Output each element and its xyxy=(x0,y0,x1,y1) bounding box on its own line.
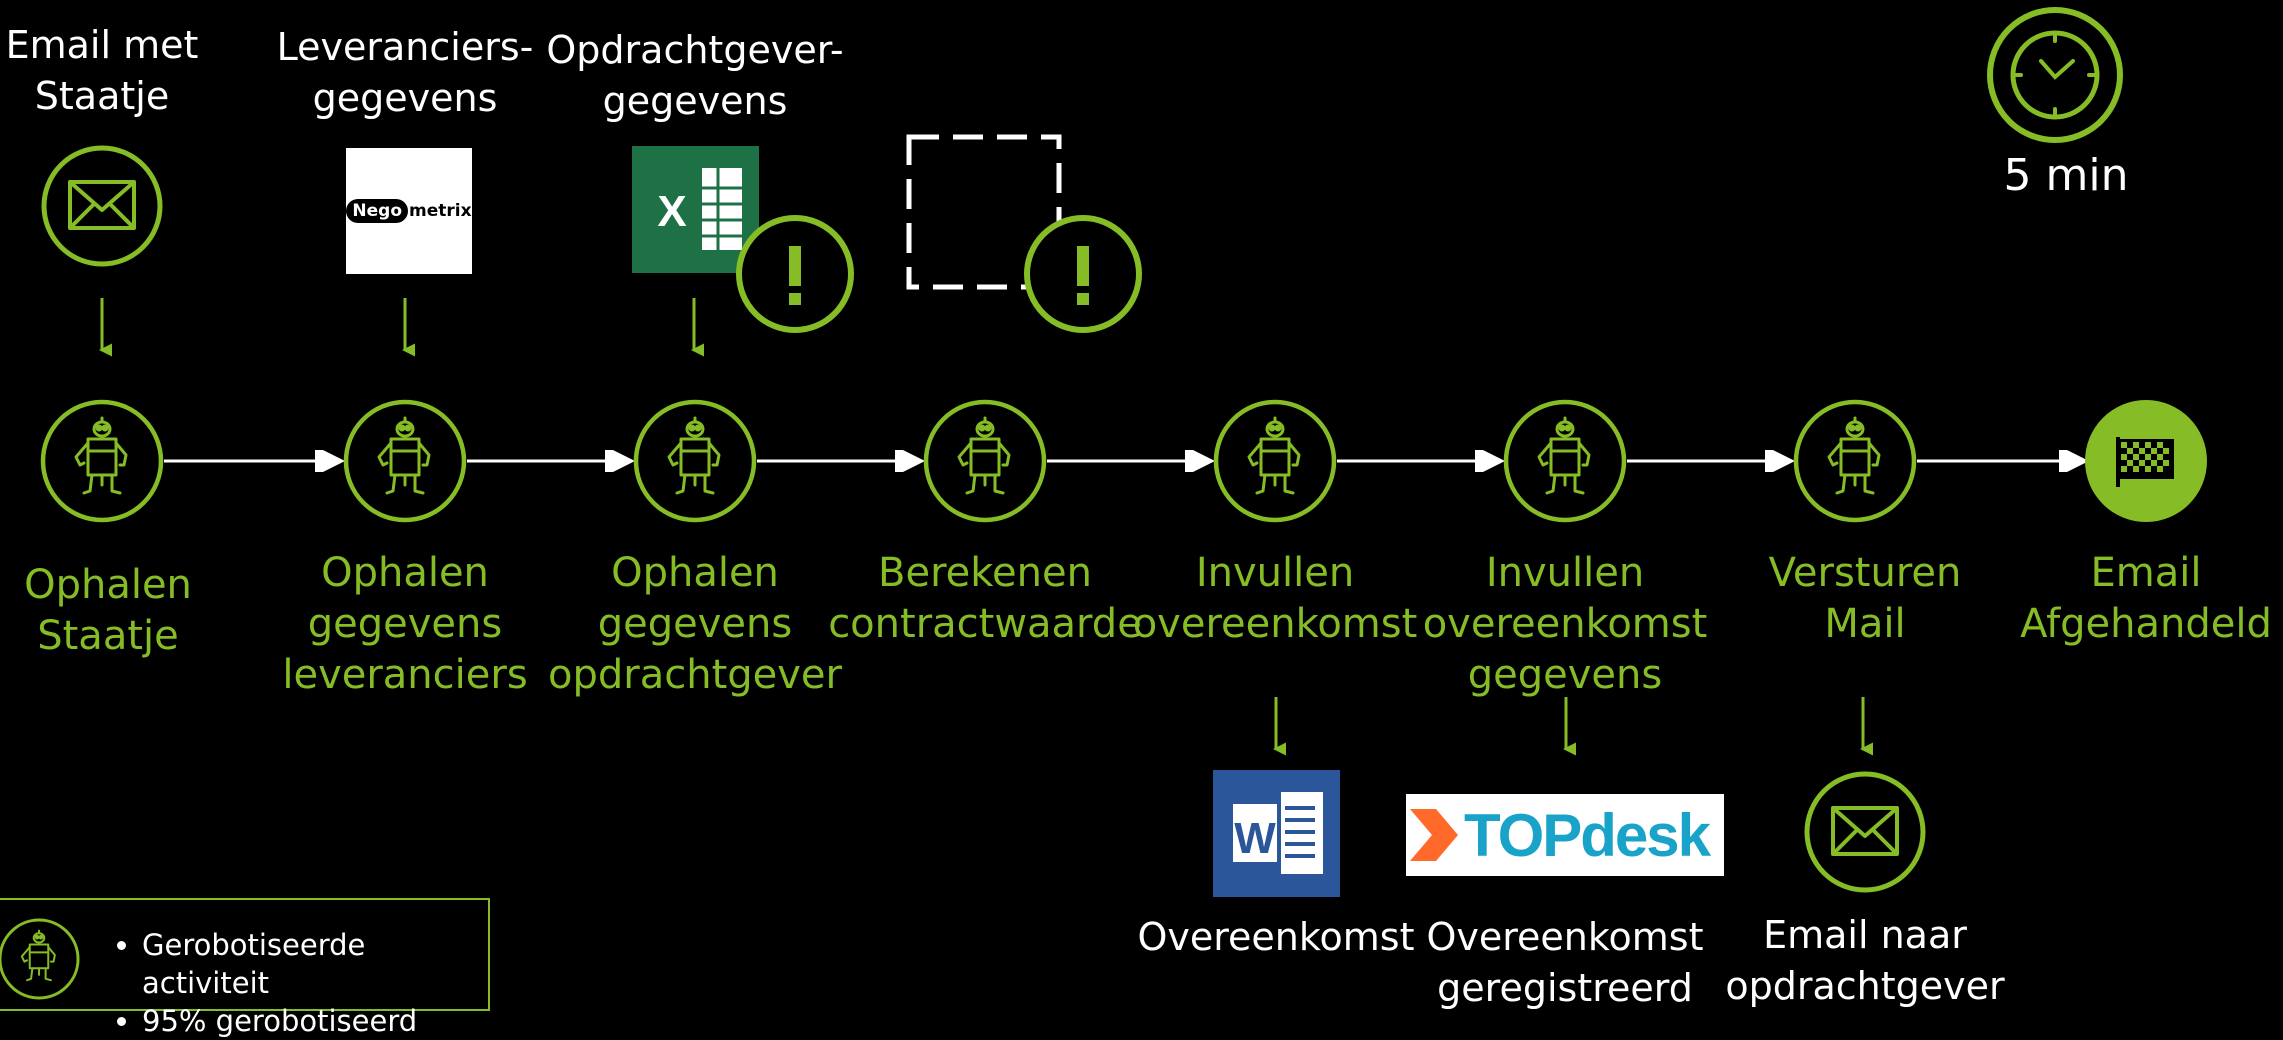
output-label-overeenkomst: Overeenkomst xyxy=(1137,915,1415,959)
robot-icon xyxy=(1503,399,1627,523)
down-arrow xyxy=(99,298,112,360)
down-arrow xyxy=(1563,697,1576,759)
word-icon: W xyxy=(1213,770,1340,897)
legend: Gerobotiseerde activiteit 95% gerobotise… xyxy=(0,898,490,1038)
svg-text:X: X xyxy=(657,187,686,236)
robot-icon xyxy=(923,399,1047,523)
clock-icon xyxy=(1987,7,2123,143)
warning-icon xyxy=(1023,214,1143,334)
down-arrow xyxy=(1860,697,1873,759)
flow-connectors xyxy=(164,450,2089,472)
down-arrow xyxy=(1273,697,1286,759)
excel-icon: X xyxy=(632,146,759,273)
down-arrow xyxy=(691,298,704,360)
input-label-opdrachtgever: Opdrachtgever-gegevens xyxy=(546,28,844,123)
legend-item: 95% gerobotiseerd xyxy=(142,1002,488,1040)
down-arrow xyxy=(402,298,415,360)
robot-icon xyxy=(1793,399,1917,523)
checkered-flag-icon xyxy=(2085,400,2207,522)
robot-icon xyxy=(343,399,467,523)
warning-icon xyxy=(735,214,855,334)
robot-icon xyxy=(633,399,757,523)
legend-item: Gerobotiseerde activiteit xyxy=(142,926,488,1002)
topdesk-logo: TOPdesk xyxy=(1406,794,1724,876)
input-label-leveranciers: Leveranciers-gegevens xyxy=(276,25,534,120)
robot-icon xyxy=(1213,399,1337,523)
robot-icon xyxy=(0,918,80,1000)
envelope-icon xyxy=(40,144,164,268)
timer-label: 5 min xyxy=(2003,150,2129,201)
svg-text:W: W xyxy=(1234,814,1276,863)
dashed-placeholder-box xyxy=(906,134,1062,290)
robot-icon xyxy=(40,399,164,523)
legend-list: Gerobotiseerde activiteit 95% gerobotise… xyxy=(118,926,488,1040)
envelope-icon xyxy=(1803,770,1927,894)
